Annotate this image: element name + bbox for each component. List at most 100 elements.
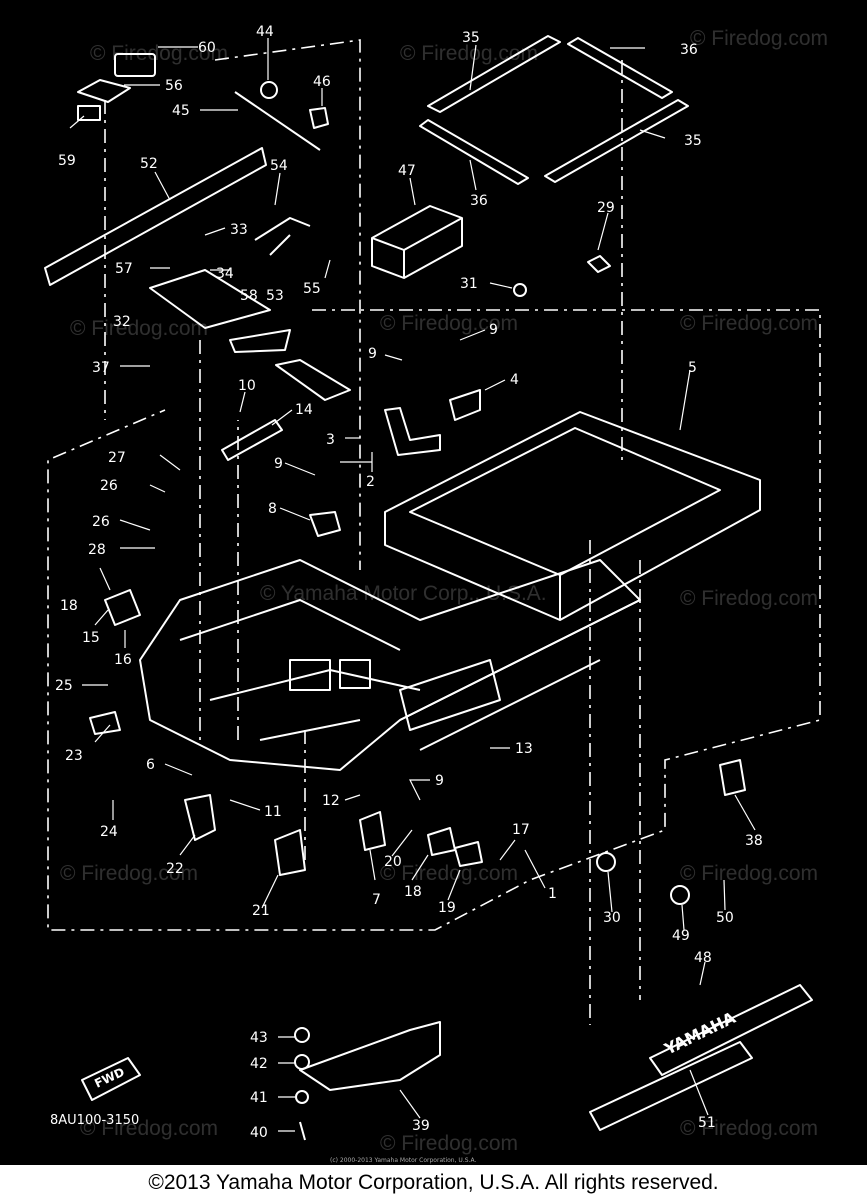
copyright-footer: ©2013 Yamaha Motor Corporation, U.S.A. A… bbox=[0, 1165, 867, 1200]
callout-label: 37 bbox=[92, 360, 110, 376]
watermark-center: © Yamaha Motor Corp., U.S.A. bbox=[260, 582, 547, 605]
part-59 bbox=[77, 105, 101, 121]
part-30 bbox=[596, 852, 616, 872]
callout-label: 18 bbox=[60, 598, 78, 614]
callout-label: 39 bbox=[412, 1118, 430, 1134]
watermark: © Firedog.com bbox=[60, 862, 198, 885]
callout-label: 31 bbox=[460, 276, 478, 292]
watermark: © Firedog.com bbox=[70, 317, 208, 340]
frame-box bbox=[339, 659, 371, 689]
callout-label: 36 bbox=[470, 193, 488, 209]
tray-edge bbox=[384, 512, 561, 620]
part-23 bbox=[89, 711, 121, 735]
callout-label: 28 bbox=[88, 542, 106, 558]
watermark: © Firedog.com bbox=[400, 42, 538, 65]
callout-label: 29 bbox=[597, 200, 615, 216]
callout-label: 23 bbox=[65, 748, 83, 764]
callout-label: 9 bbox=[435, 773, 444, 789]
part-38 bbox=[719, 759, 746, 796]
callout-label: 16 bbox=[114, 652, 132, 668]
bag-body bbox=[371, 205, 463, 279]
callout-label: 57 bbox=[115, 261, 133, 277]
callout-label: 38 bbox=[745, 833, 763, 849]
callout-label: 19 bbox=[438, 900, 456, 916]
callout-label: 9 bbox=[274, 456, 283, 472]
watermark: © Firedog.com bbox=[380, 1132, 518, 1155]
callout-label: 9 bbox=[489, 322, 498, 338]
callout-label: 24 bbox=[100, 824, 118, 840]
callout-label: 55 bbox=[303, 281, 321, 297]
callout-label: 2 bbox=[366, 474, 375, 490]
part-56 bbox=[77, 79, 131, 103]
part-14 bbox=[221, 419, 283, 461]
callout-label: 44 bbox=[256, 24, 274, 40]
assembly-boundary-outline bbox=[47, 309, 821, 931]
part-57 bbox=[149, 269, 271, 329]
decals: YAMAHA bbox=[589, 984, 813, 1131]
strip-36 bbox=[567, 37, 673, 99]
seat-base-tray bbox=[384, 411, 761, 621]
watermark: © Firedog.com bbox=[680, 587, 818, 610]
part-41 bbox=[295, 1090, 309, 1104]
small-copyright: (c) 2000-2013 Yamaha Motor Corporation, … bbox=[330, 1157, 476, 1164]
callout-label: 5 bbox=[688, 360, 697, 376]
callout-label: 18 bbox=[404, 884, 422, 900]
callout-label: 53 bbox=[266, 288, 284, 304]
callout-label: 25 bbox=[55, 678, 73, 694]
callout-label: 17 bbox=[512, 822, 530, 838]
bracket-39 bbox=[299, 1021, 441, 1091]
callout-label: 46 bbox=[313, 74, 331, 90]
center-line bbox=[214, 39, 361, 570]
callout-label: 22 bbox=[166, 861, 184, 877]
callout-label: 59 bbox=[58, 153, 76, 169]
callout-label: 52 bbox=[140, 156, 158, 172]
strip-36b bbox=[419, 119, 529, 185]
part-2 bbox=[384, 407, 441, 456]
callout-label: 32 bbox=[113, 314, 131, 330]
part-42 bbox=[294, 1054, 310, 1070]
part-45 bbox=[234, 91, 321, 151]
callout-label: 42 bbox=[250, 1056, 268, 1072]
bag-edge bbox=[371, 217, 463, 278]
frame-rails bbox=[399, 599, 641, 751]
diagram-code: 8AU100-3150 bbox=[50, 1113, 139, 1128]
callout-label: 27 bbox=[108, 450, 126, 466]
part-46 bbox=[309, 107, 329, 129]
part-8 bbox=[309, 511, 341, 537]
callout-label: 36 bbox=[680, 42, 698, 58]
callout-label: 26 bbox=[100, 478, 118, 494]
tray-inner bbox=[409, 427, 721, 576]
callout-label: 58 bbox=[240, 288, 258, 304]
part-49 bbox=[670, 885, 690, 905]
callout-label: 26 bbox=[92, 514, 110, 530]
callout-label: 6 bbox=[146, 757, 155, 773]
callout-label: 56 bbox=[165, 78, 183, 94]
leader-lines bbox=[69, 38, 756, 1132]
callout-layer: 60 44 46 35 36 56 45 59 52 54 47 36 35 2… bbox=[55, 24, 763, 1141]
watermark-layer: © Firedog.com © Firedog.com © Firedog.co… bbox=[60, 27, 828, 1155]
callout-label: 40 bbox=[250, 1125, 268, 1141]
callout-label: 50 bbox=[716, 910, 734, 926]
watermark: © Firedog.com bbox=[680, 862, 818, 885]
callout-label: 33 bbox=[230, 222, 248, 238]
callout-label: 41 bbox=[250, 1090, 268, 1106]
watermark: © Firedog.com bbox=[380, 312, 518, 335]
callout-label: 1 bbox=[548, 886, 557, 902]
decal-48 bbox=[649, 984, 813, 1076]
callout-label: 45 bbox=[172, 103, 190, 119]
part-31 bbox=[513, 283, 527, 297]
callout-label: 60 bbox=[198, 40, 216, 56]
callout-label: 8 bbox=[268, 501, 277, 517]
callout-label: 15 bbox=[82, 630, 100, 646]
part-58 bbox=[229, 329, 291, 353]
part-3 bbox=[275, 359, 351, 401]
callout-label: 34 bbox=[216, 266, 234, 282]
callout-label: 49 bbox=[672, 928, 690, 944]
tool-bag bbox=[371, 205, 463, 279]
frame-box bbox=[289, 659, 331, 691]
callout-label: 20 bbox=[384, 854, 402, 870]
callout-label: 35 bbox=[462, 30, 480, 46]
part-21 bbox=[274, 829, 306, 876]
watermark: © Firedog.com bbox=[380, 862, 518, 885]
